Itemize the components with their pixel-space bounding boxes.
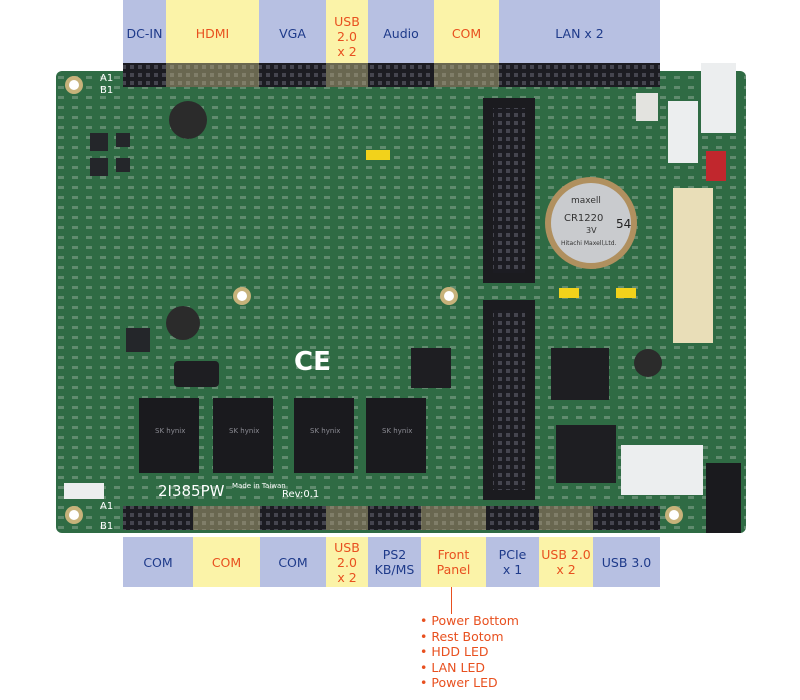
label-ps2: PS2 KB/MS	[368, 537, 421, 587]
ram-label: SK hynix	[155, 427, 185, 435]
label-vga: VGA	[259, 0, 326, 63]
battery-model: CR1220	[564, 213, 603, 224]
battery-code: 54	[616, 217, 631, 231]
label-com-3: COM	[260, 537, 326, 587]
list-item: LAN LED	[420, 660, 519, 676]
pin-b1-label: B1	[100, 85, 113, 96]
label-usb20-bottom-b: USB 2.0 x 2	[539, 537, 593, 587]
list-item: HDD LED	[420, 644, 519, 660]
connector-white	[668, 101, 698, 163]
label-usb30: USB 3.0	[593, 537, 660, 587]
pin-a1-label: A1	[100, 73, 113, 84]
jumper	[366, 150, 390, 160]
capacitor	[169, 101, 207, 139]
battery-maker: Hitachi Maxell,Ltd.	[561, 240, 617, 247]
rev-label: Rev:0.1	[282, 489, 319, 500]
ram-chips	[139, 398, 426, 473]
label-com-1: COM	[123, 537, 193, 587]
model-label: 2I385PW	[158, 482, 225, 500]
chip	[551, 348, 609, 400]
inductor	[174, 361, 219, 387]
ce-mark: CE	[294, 347, 331, 377]
battery-brand: maxell	[571, 196, 601, 206]
ram-label: SK hynix	[382, 427, 412, 435]
connector-white	[636, 93, 658, 121]
red-jumper	[706, 151, 726, 181]
coin-battery	[551, 183, 631, 263]
front-panel-leader-line	[451, 587, 452, 614]
jumper	[616, 288, 636, 298]
label-com-top: COM	[434, 0, 499, 63]
made-in-label: Made in Taiwan	[232, 482, 286, 490]
label-hdmi: HDMI	[166, 0, 259, 63]
pin-b1-label: B1	[100, 521, 113, 532]
label-pcie: PCIe x 1	[486, 537, 539, 587]
jumper	[559, 288, 579, 298]
label-com-2: COM	[193, 537, 260, 587]
front-panel-pin-list: Power Bottom Rest Botom HDD LED LAN LED …	[420, 613, 519, 691]
pin-a1-label: A1	[100, 501, 113, 512]
motherboard-image: A1 B1 A1 B1 SK hynix SK hynix SK hynix S…	[56, 63, 746, 533]
connector-white	[701, 63, 736, 133]
black-connector	[706, 463, 741, 533]
ram-label: SK hynix	[310, 427, 340, 435]
label-usb20-top: USB 2.0 x 2	[326, 0, 368, 63]
list-item: Rest Botom	[420, 629, 519, 645]
ram-label: SK hynix	[229, 427, 259, 435]
label-usb20-bottom-a: USB 2.0 x 2	[326, 537, 368, 587]
list-item: Power LED	[420, 675, 519, 691]
capacitor	[634, 349, 662, 377]
label-dc-in: DC-IN	[123, 0, 166, 63]
chip	[411, 348, 451, 388]
connector-small	[64, 483, 104, 499]
label-front-panel: Front Panel	[421, 537, 486, 587]
list-item: Power Bottom	[420, 613, 519, 629]
label-audio: Audio	[368, 0, 434, 63]
usb-connector	[621, 445, 703, 495]
label-lan: LAN x 2	[499, 0, 660, 63]
top-pin-header	[123, 63, 660, 87]
chip	[556, 425, 616, 483]
capacitor	[166, 306, 200, 340]
battery-voltage: 3V	[586, 226, 597, 235]
bottom-pin-header	[123, 506, 660, 530]
connector-right	[673, 188, 713, 343]
